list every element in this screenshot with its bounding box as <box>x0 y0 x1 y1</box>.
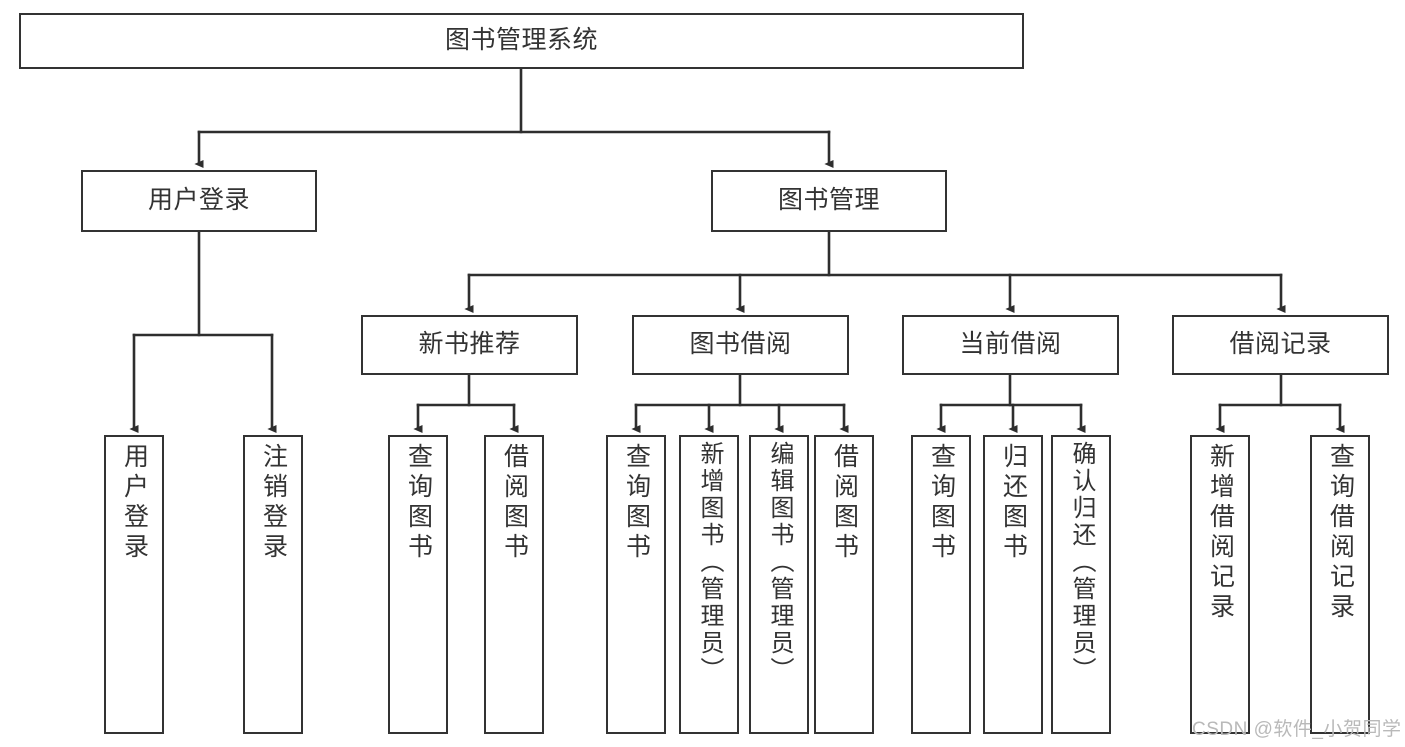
node-leaf-return-book-label: 归还图书 <box>999 443 1028 563</box>
node-leaf-query-record[interactable]: 查询借阅记录 <box>1310 435 1370 734</box>
node-leaf-user-login[interactable]: 用户登录 <box>104 435 164 734</box>
node-user-login-label: 用户登录 <box>147 186 250 215</box>
node-book-manage-label: 图书管理 <box>777 186 880 215</box>
node-leaf-borrow-book-1-label: 借阅图书 <box>500 443 529 563</box>
node-leaf-query-book-1[interactable]: 查询图书 <box>388 435 448 734</box>
node-book-borrow[interactable]: 图书借阅 <box>632 315 849 375</box>
node-leaf-return-book[interactable]: 归还图书 <box>983 435 1043 734</box>
node-borrow-record-label: 借阅记录 <box>1229 330 1332 359</box>
node-leaf-add-record-label: 新增借阅记录 <box>1206 443 1235 623</box>
node-leaf-edit-book-label: 编辑图书（管理员） <box>766 441 793 684</box>
node-current-borrow[interactable]: 当前借阅 <box>902 315 1119 375</box>
node-leaf-query-book-3[interactable]: 查询图书 <box>911 435 971 734</box>
node-leaf-query-book-2-label: 查询图书 <box>622 443 651 563</box>
node-root[interactable]: 图书管理系统 <box>19 13 1024 69</box>
node-leaf-confirm-return-label: 确认归还（管理员） <box>1068 441 1095 684</box>
node-leaf-borrow-book-1[interactable]: 借阅图书 <box>484 435 544 734</box>
node-book-manage[interactable]: 图书管理 <box>711 170 947 232</box>
node-book-borrow-label: 图书借阅 <box>689 330 792 359</box>
node-new-book-rec-label: 新书推荐 <box>418 330 521 359</box>
node-leaf-logout[interactable]: 注销登录 <box>243 435 303 734</box>
node-new-book-rec[interactable]: 新书推荐 <box>361 315 578 375</box>
node-current-borrow-label: 当前借阅 <box>959 330 1062 359</box>
node-leaf-add-record[interactable]: 新增借阅记录 <box>1190 435 1250 734</box>
node-leaf-user-login-label: 用户登录 <box>120 443 149 563</box>
node-leaf-query-book-3-label: 查询图书 <box>927 443 956 563</box>
node-leaf-borrow-book-2[interactable]: 借阅图书 <box>814 435 874 734</box>
node-leaf-confirm-return[interactable]: 确认归还（管理员） <box>1051 435 1111 734</box>
node-leaf-query-book-2[interactable]: 查询图书 <box>606 435 666 734</box>
node-leaf-add-book-label: 新增图书（管理员） <box>696 441 723 684</box>
node-user-login[interactable]: 用户登录 <box>81 170 317 232</box>
node-leaf-logout-label: 注销登录 <box>259 443 288 563</box>
node-leaf-query-book-1-label: 查询图书 <box>404 443 433 563</box>
node-root-label: 图书管理系统 <box>444 26 598 55</box>
node-leaf-query-record-label: 查询借阅记录 <box>1326 443 1355 623</box>
node-leaf-edit-book[interactable]: 编辑图书（管理员） <box>749 435 809 734</box>
node-leaf-add-book[interactable]: 新增图书（管理员） <box>679 435 739 734</box>
node-borrow-record[interactable]: 借阅记录 <box>1172 315 1389 375</box>
node-leaf-borrow-book-2-label: 借阅图书 <box>830 443 859 563</box>
